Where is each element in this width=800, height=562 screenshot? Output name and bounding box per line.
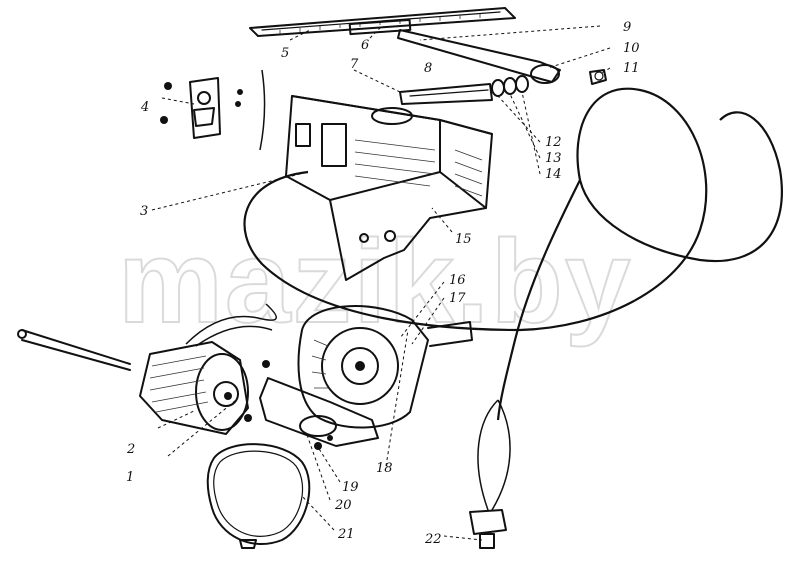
callout-labels: 1 2 3 4 5 6 7 8 9 10 11 12 13 14 15 16 1… xyxy=(126,20,640,547)
callout-11: 11 xyxy=(623,61,640,76)
watermark-text: mazik.by xyxy=(118,216,632,348)
gearbox xyxy=(297,305,473,429)
callout-4: 4 xyxy=(140,100,149,115)
callout-1: 1 xyxy=(126,470,134,485)
drive-shaft xyxy=(399,83,493,105)
callout-7: 7 xyxy=(350,57,359,72)
callout-3: 3 xyxy=(140,204,148,219)
switch-bracket xyxy=(160,69,266,151)
callout-12: 12 xyxy=(545,135,562,150)
callout-22: 22 xyxy=(424,532,442,547)
callout-21: 21 xyxy=(337,527,355,542)
callout-13: 13 xyxy=(545,151,562,166)
callout-10: 10 xyxy=(623,41,640,56)
callout-8: 8 xyxy=(424,61,432,76)
callout-20: 20 xyxy=(334,498,352,513)
motor-housing xyxy=(285,95,493,281)
wiper-blade xyxy=(249,7,516,37)
wiper-arm xyxy=(397,29,607,85)
callout-15: 15 xyxy=(455,232,472,247)
callout-18: 18 xyxy=(376,461,393,476)
connector-plug xyxy=(469,399,511,549)
callout-16: 16 xyxy=(449,273,466,288)
cable-loop xyxy=(243,87,783,421)
leader-lines xyxy=(151,25,611,541)
callout-17: 17 xyxy=(449,291,466,306)
callout-19: 19 xyxy=(342,480,359,495)
washers xyxy=(491,75,529,97)
callout-14: 14 xyxy=(545,167,562,182)
callout-6: 6 xyxy=(361,38,369,53)
mounting-bracket xyxy=(244,360,379,450)
callout-2: 2 xyxy=(126,442,135,457)
tie-rods xyxy=(17,329,131,371)
gasket-ring xyxy=(206,443,311,549)
callout-9: 9 xyxy=(623,20,631,35)
electric-motor xyxy=(139,303,277,435)
callout-5: 5 xyxy=(281,46,289,61)
